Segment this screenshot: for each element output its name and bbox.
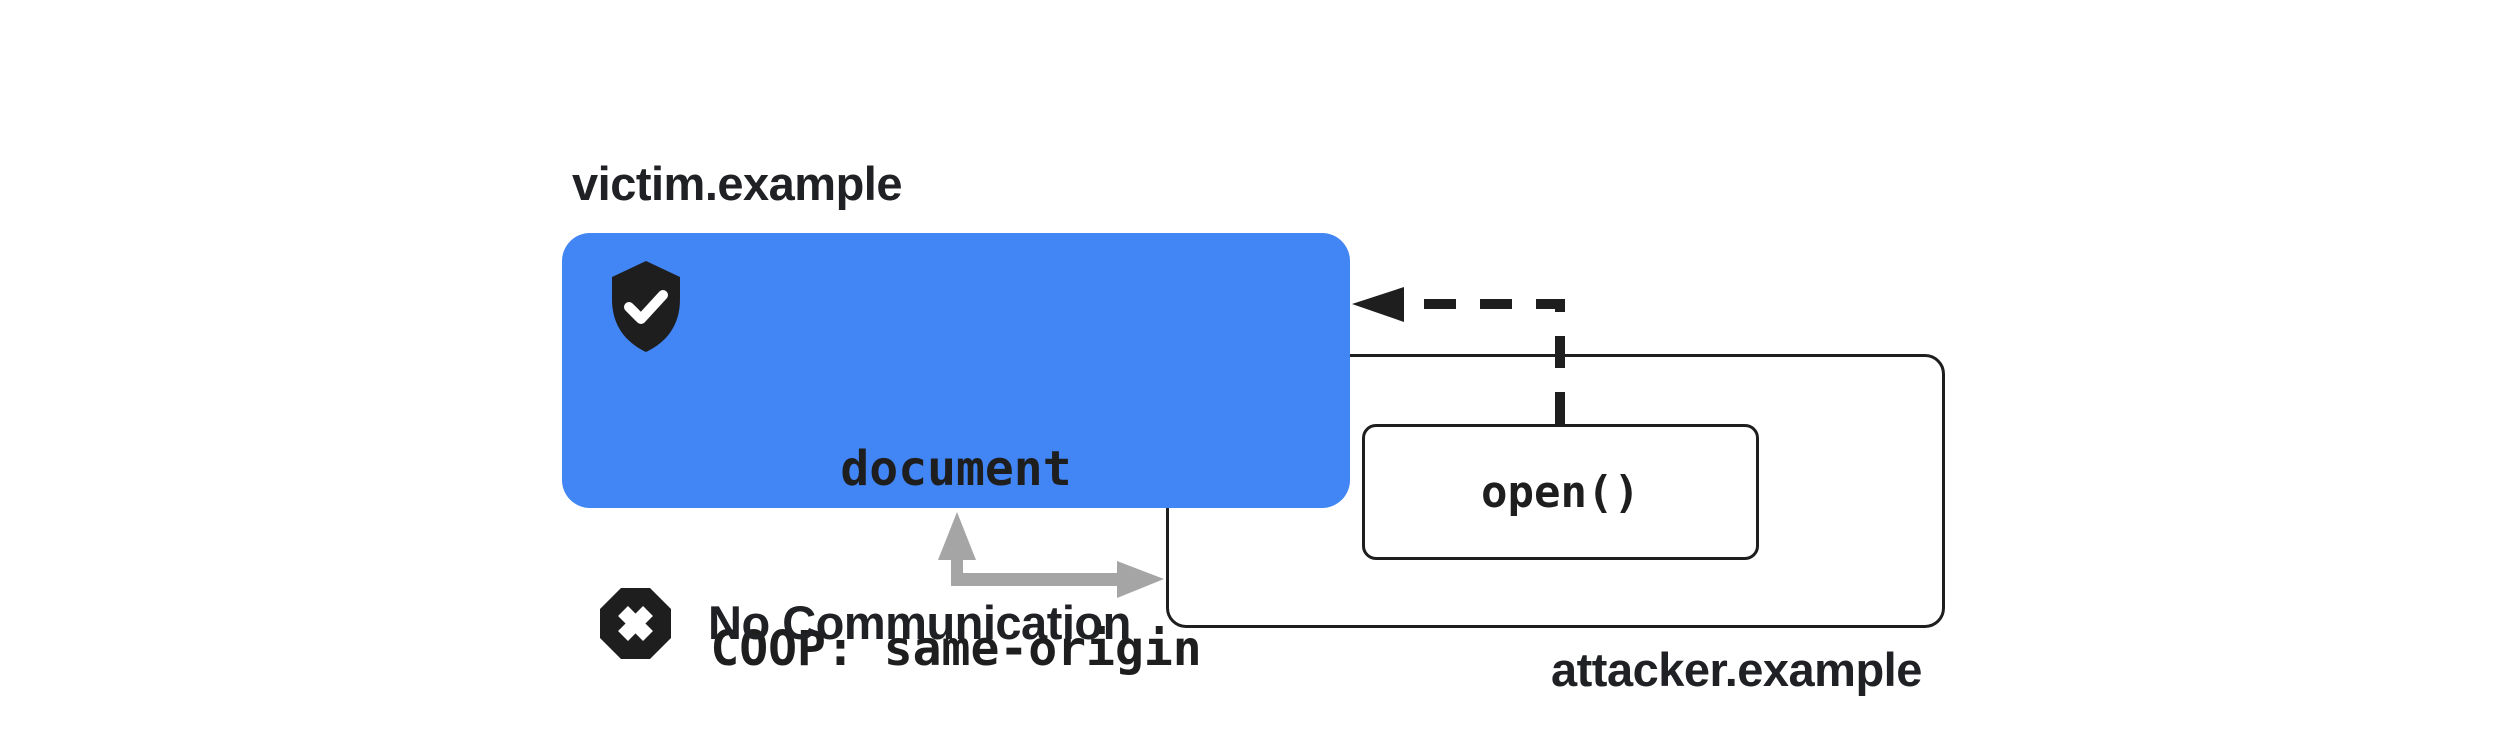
victim-domain-label: victim.example [572,157,903,210]
open-call-label: open() [1481,466,1640,518]
coop-policy-label: COOP: same-origin [710,621,1202,677]
shield-check-icon [608,259,684,354]
open-call-box: open() [1362,424,1759,560]
document-label: document [840,441,1072,497]
victim-document-text: document COOP: same-origin [562,319,1350,735]
no-communication-label: No Communication [708,596,1131,649]
victim-document-box: document COOP: same-origin [562,233,1350,677]
x-octagon-icon [597,585,674,662]
dashed-arrow-head [1352,287,1404,322]
attacker-domain-label: attacker.example [1551,643,1922,696]
